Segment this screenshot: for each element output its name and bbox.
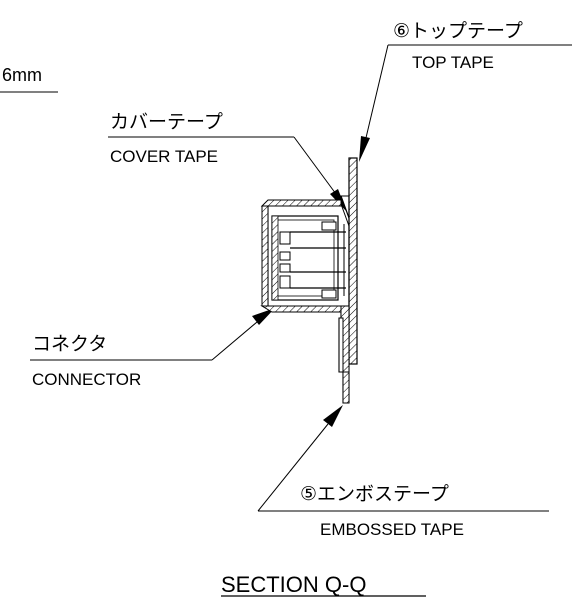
embossed-tape-leader [257,423,329,512]
cover-tape-callout: カバーテープ COVER TAPE [108,111,347,212]
embossed-tape-label-en: EMBOSSED TAPE [320,520,464,539]
connector-arrowhead [252,308,275,325]
top-tape-leader [364,44,389,143]
dimension-label: 6mm [2,65,42,85]
connector-label-jp: コネクタ [32,333,107,355]
top-tape-arrowhead [359,136,370,162]
connector-label-en: CONNECTOR [32,370,141,389]
embossed-tape-callout: ⑤エンボステープ EMBOSSED TAPE [257,405,549,539]
cover-tape-leader [293,136,337,195]
connector-section [271,215,346,301]
embossed-tape-arrowhead [323,405,343,427]
top-tape-label-jp: ⑥トップテープ [393,20,523,42]
cover-tape-label-jp: カバーテープ [110,111,223,133]
cover-tape-section [340,195,350,219]
top-tape-callout: ⑥トップテープ TOP TAPE [359,20,572,162]
top-tape-section [348,157,358,365]
connector-leader [211,321,258,361]
embossed-tape-label-jp: ⑤エンボステープ [300,483,449,505]
cover-tape-label-en: COVER TAPE [110,147,218,166]
connector-callout: コネクタ CONNECTOR [30,308,275,389]
cross-section [260,157,358,404]
section-title: SECTION Q-Q [221,572,366,597]
top-tape-label-en: TOP TAPE [412,53,494,72]
